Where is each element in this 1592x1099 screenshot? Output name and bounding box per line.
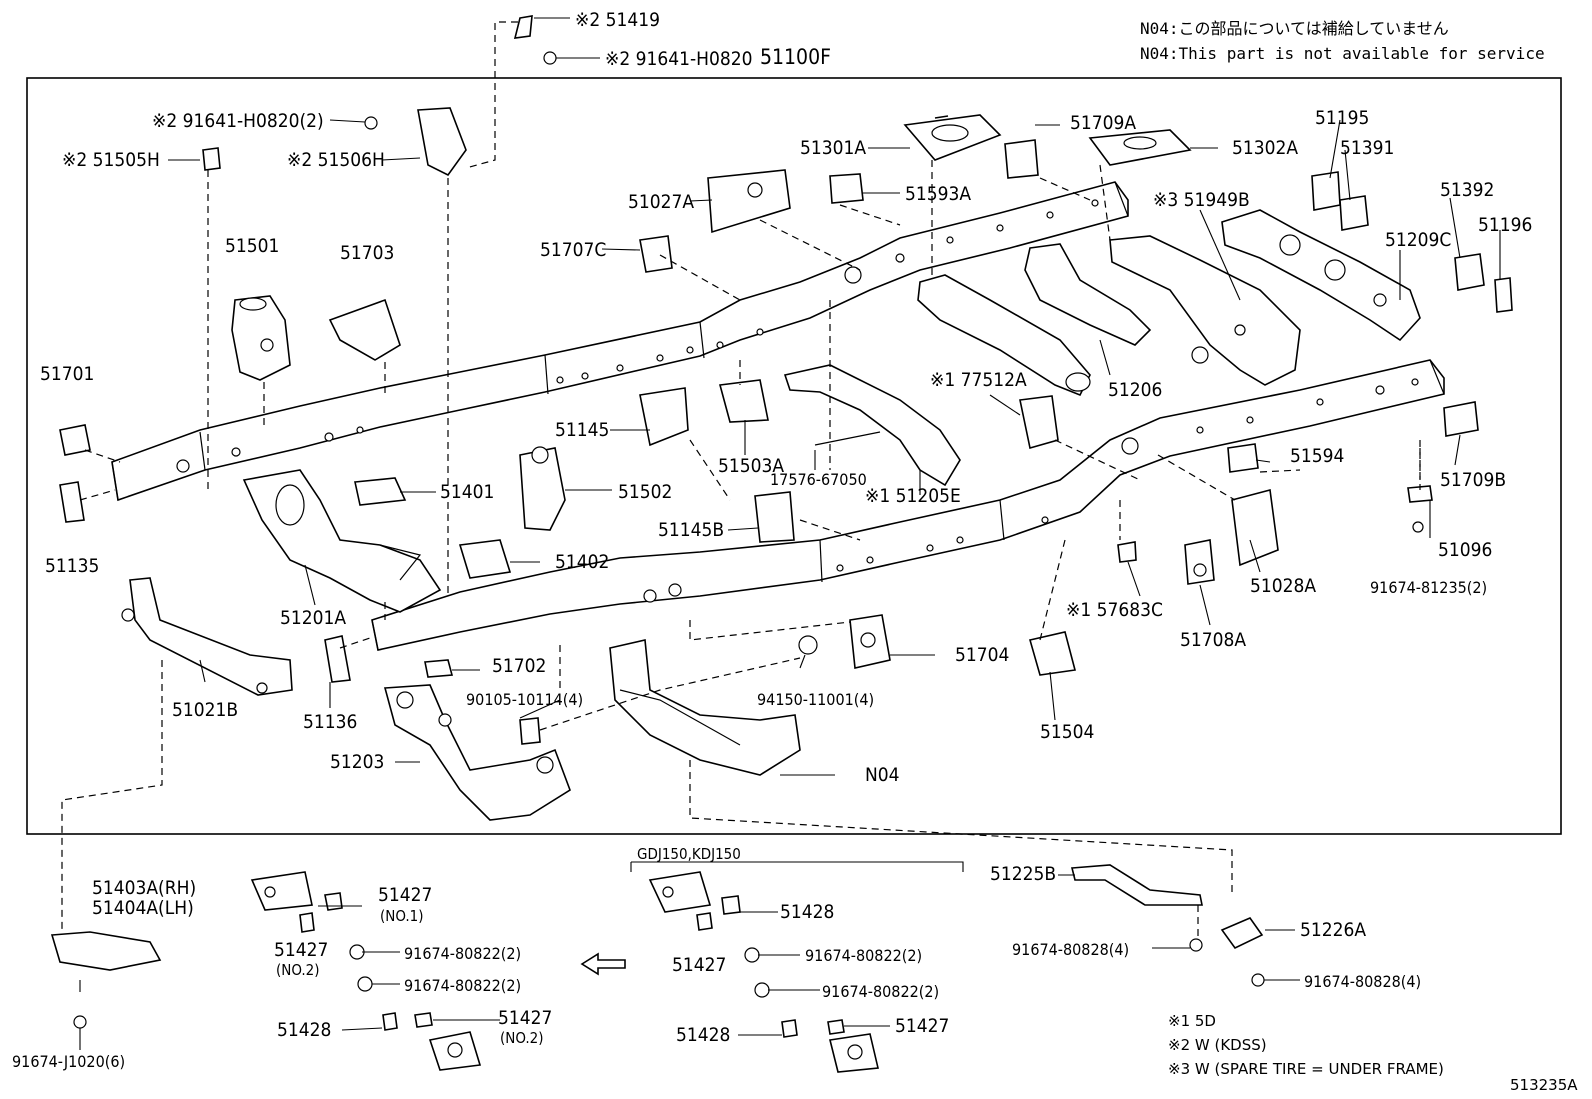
part-label[interactable]: 51201A: [280, 607, 347, 629]
part-label[interactable]: 51203: [330, 751, 385, 773]
part-label-note: (NO.2): [500, 1029, 544, 1047]
part-label[interactable]: 51504: [1040, 721, 1095, 743]
figure-id: 513235A: [1510, 1076, 1578, 1094]
part-label[interactable]: 51021B: [172, 699, 239, 721]
lower-left-brackets: [50, 871, 482, 1071]
part-label[interactable]: 51391: [1340, 137, 1395, 159]
part-label[interactable]: 91674-80828(4): [1012, 940, 1130, 959]
part-label[interactable]: 51135: [45, 555, 100, 577]
part-label[interactable]: 51428: [780, 901, 835, 923]
part-label[interactable]: 51709A: [1070, 112, 1137, 134]
part-label[interactable]: 51027A: [628, 191, 695, 213]
crossmember-n04: [609, 639, 801, 776]
part-label[interactable]: 51594: [1290, 445, 1345, 467]
part-label[interactable]: 51225B: [990, 863, 1057, 885]
gdj-kdj-group: [630, 861, 964, 1073]
crossmember-51949b: [1109, 235, 1301, 386]
part-label[interactable]: 91674-80822(2): [822, 982, 940, 1001]
part-label[interactable]: ※2 91641-H0820(2): [152, 110, 324, 132]
arrow-glyph: [580, 952, 626, 976]
crossmember-51021b: [121, 577, 293, 696]
part-label[interactable]: ※1 77512A: [930, 369, 1027, 391]
part-label[interactable]: 51427: [274, 939, 329, 961]
part-label[interactable]: 17576-67050: [770, 470, 867, 489]
part-label[interactable]: 51226A: [1300, 919, 1367, 941]
crossmember-51209c: [1221, 209, 1421, 342]
part-label[interactable]: 51403A(RH): [92, 877, 197, 899]
part-label[interactable]: 90105-10114(4): [466, 690, 584, 709]
part-label[interactable]: ※2 91641-H0820: [605, 48, 753, 70]
part-label[interactable]: 51427: [378, 884, 433, 906]
dashed-lines: [61, 21, 1421, 930]
part-label[interactable]: 51145: [555, 419, 610, 441]
part-label[interactable]: 91674-80822(2): [404, 976, 522, 995]
lower-right-parts: [1070, 864, 1265, 987]
part-label[interactable]: 51196: [1478, 214, 1533, 236]
part-label[interactable]: 91674-J1020(6): [12, 1052, 126, 1071]
part-label[interactable]: 51028A: [1250, 575, 1317, 597]
footnote: ※2 W (KDSS): [1168, 1036, 1267, 1054]
part-label[interactable]: 51209C: [1385, 229, 1452, 251]
crossmember-51203: [383, 684, 571, 821]
part-label[interactable]: 51701: [40, 363, 95, 385]
part-label[interactable]: 51703: [340, 242, 395, 264]
part-label-note: (NO.1): [380, 907, 424, 925]
part-label[interactable]: 51503A: [718, 455, 785, 477]
part-label[interactable]: 51707C: [540, 239, 607, 261]
part-label[interactable]: 51427: [672, 954, 727, 976]
part-label[interactable]: 51501: [225, 235, 280, 257]
part-label[interactable]: 91674-80828(4): [1304, 972, 1422, 991]
part-label[interactable]: 51704: [955, 644, 1010, 666]
brackets: [59, 15, 1513, 745]
assembly-label: 51100F: [760, 45, 831, 69]
part-label[interactable]: ※2 51419: [575, 9, 660, 31]
part-label[interactable]: 51392: [1440, 179, 1495, 201]
part-label[interactable]: 51593A: [905, 183, 972, 205]
part-label[interactable]: 91674-80822(2): [404, 944, 522, 963]
part-label[interactable]: 51502: [618, 481, 673, 503]
part-label[interactable]: 91674-80822(2): [805, 946, 923, 965]
assembly-box: [26, 77, 1562, 835]
part-label[interactable]: 51206: [1108, 379, 1163, 401]
part-label[interactable]: 51096: [1438, 539, 1493, 561]
lower-leader-lines: [79, 874, 1300, 1050]
part-label[interactable]: ※2 51505H: [62, 149, 160, 171]
note-en: N04:This part is not available for servi…: [1140, 44, 1545, 63]
footnote: ※3 W (SPARE TIRE = UNDER FRAME): [1168, 1060, 1444, 1078]
crossmember-51205e: [783, 364, 961, 487]
part-label-note: (NO.2): [276, 961, 320, 979]
part-label[interactable]: 51428: [277, 1019, 332, 1041]
part-label[interactable]: 51136: [303, 711, 358, 733]
part-label[interactable]: 91674-81235(2): [1370, 578, 1488, 597]
part-label[interactable]: 51427: [895, 1015, 950, 1037]
part-label[interactable]: 51301A: [800, 137, 867, 159]
right-frame-rail: [371, 359, 1445, 651]
part-label[interactable]: 51302A: [1232, 137, 1299, 159]
part-label[interactable]: ※2 51506H: [287, 149, 385, 171]
part-label[interactable]: N04: [865, 764, 900, 786]
part-label[interactable]: 51402: [555, 551, 610, 573]
part-label[interactable]: 51145B: [658, 519, 725, 541]
footnote: ※1 5D: [1168, 1012, 1216, 1030]
part-label[interactable]: ※1 51205E: [865, 485, 961, 507]
part-label[interactable]: 51404A(LH): [92, 897, 194, 919]
part-label[interactable]: ※1 57683C: [1066, 599, 1163, 621]
part-label[interactable]: 51428: [676, 1024, 731, 1046]
group-label: GDJ150,KDJ150: [637, 845, 741, 863]
part-label[interactable]: 51195: [1315, 107, 1370, 129]
part-label[interactable]: 94150-11001(4): [757, 690, 875, 709]
part-label[interactable]: 51708A: [1180, 629, 1247, 651]
part-label[interactable]: 51427: [498, 1007, 553, 1029]
part-label[interactable]: 51401: [440, 481, 495, 503]
leader-lines: [79, 17, 1501, 992]
crossmember-51201a: [242, 469, 442, 613]
part-label[interactable]: 51702: [492, 655, 547, 677]
part-label[interactable]: 51709B: [1440, 469, 1507, 491]
note-ja: N04:この部品については補給していません: [1140, 19, 1449, 38]
left-frame-rail: [111, 181, 1129, 502]
part-label[interactable]: ※3 51949B: [1153, 189, 1250, 211]
crossmember-51206: [917, 243, 1152, 397]
